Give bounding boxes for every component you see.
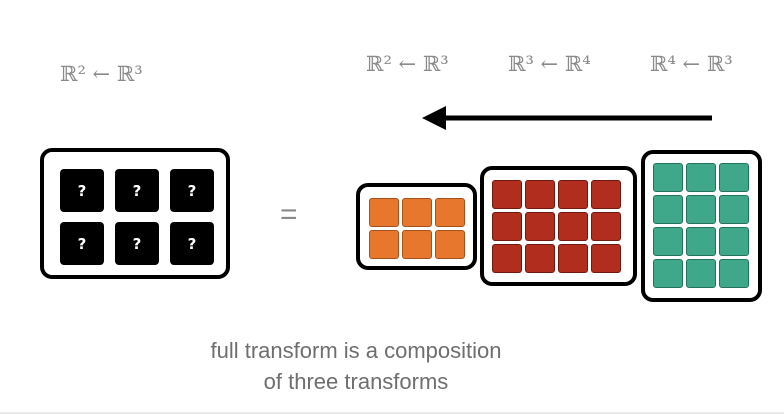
equals-sign: =: [280, 198, 298, 231]
unknown-entry: ?: [60, 169, 104, 212]
second-matrix-entry: [591, 244, 621, 273]
second-matrix-entry: [558, 212, 588, 241]
second-matrix-entry: [525, 212, 555, 241]
unknown-entry: ?: [170, 222, 214, 265]
unknown-entry: ?: [170, 169, 214, 212]
caption-line-2: of three transforms: [263, 369, 449, 394]
second-matrix-entry: [558, 244, 588, 273]
caption: full transform is a composition of three…: [0, 335, 712, 397]
third-matrix-entry: [653, 227, 683, 256]
first-matrix-entry: [402, 230, 432, 259]
second-matrix-entry: [492, 180, 522, 209]
third-matrix-entry: [719, 195, 749, 224]
bottom-divider: [0, 412, 784, 414]
unknown-entry: ?: [115, 169, 159, 212]
transform-2-label: ℝ³ ← ℝ⁴: [508, 52, 591, 76]
second-matrix-entry: [492, 244, 522, 273]
third-matrix-entry: [653, 163, 683, 192]
third-matrix-entry: [686, 259, 716, 288]
transform-2-matrix: [480, 166, 637, 286]
result-matrix: ??????: [40, 148, 230, 279]
first-matrix-entry: [402, 198, 432, 227]
caption-line-1: full transform is a composition: [210, 338, 502, 363]
third-matrix-entry: [686, 195, 716, 224]
second-matrix-entry: [492, 212, 522, 241]
transform-1-label: ℝ² ← ℝ³: [366, 52, 449, 76]
third-matrix-entry: [719, 163, 749, 192]
third-matrix-entry: [686, 227, 716, 256]
third-matrix-entry: [653, 259, 683, 288]
second-matrix-entry: [525, 180, 555, 209]
second-matrix-entry: [591, 180, 621, 209]
transform-1-matrix: [356, 183, 477, 270]
second-matrix-entry: [558, 180, 588, 209]
first-matrix-entry: [435, 230, 465, 259]
third-matrix-entry: [719, 259, 749, 288]
first-matrix-entry: [369, 230, 399, 259]
unknown-entry: ?: [115, 222, 159, 265]
third-matrix-entry: [719, 227, 749, 256]
second-matrix-entry: [591, 212, 621, 241]
third-matrix-entry: [686, 163, 716, 192]
transform-3-matrix: [641, 150, 762, 302]
full-transform-label: ℝ² ← ℝ³: [60, 62, 143, 86]
third-matrix-entry: [653, 195, 683, 224]
arrow-head: [422, 106, 446, 130]
first-matrix-entry: [435, 198, 465, 227]
unknown-entry: ?: [60, 222, 104, 265]
first-matrix-entry: [369, 198, 399, 227]
second-matrix-entry: [525, 244, 555, 273]
transform-3-label: ℝ⁴ ← ℝ³: [650, 52, 733, 76]
